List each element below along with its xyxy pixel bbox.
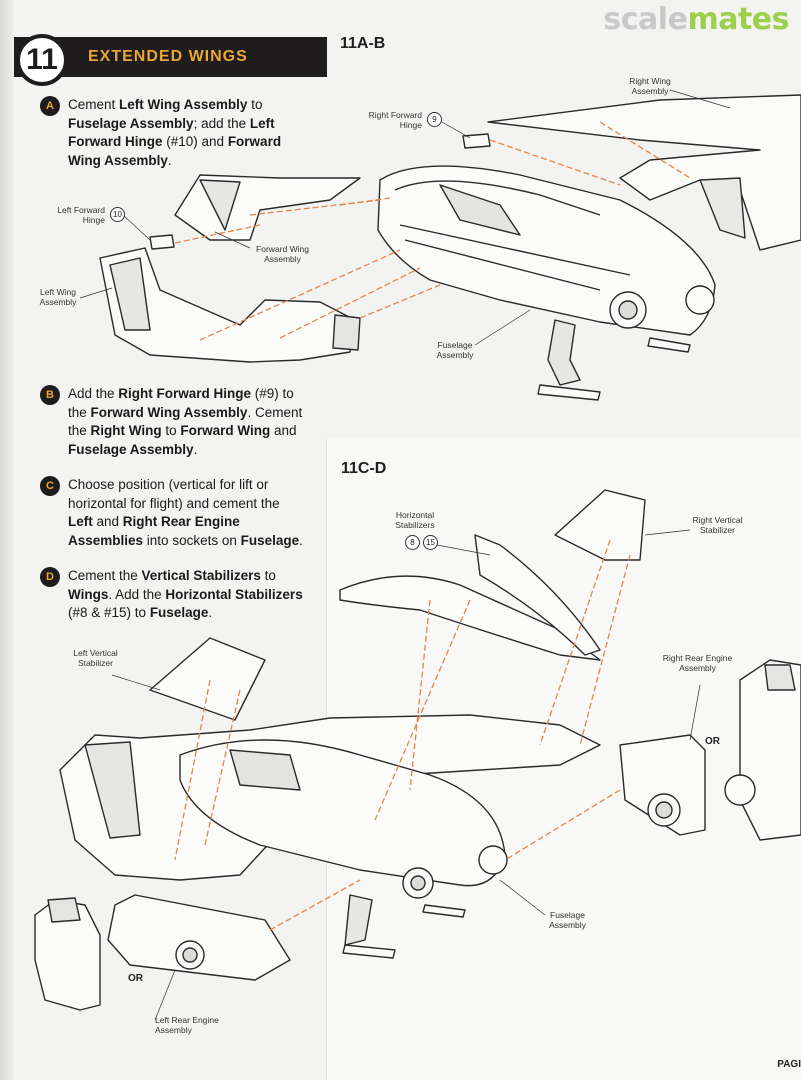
label-left-vertical-stabilizer: Left Vertical Stabilizer	[73, 648, 118, 668]
instruction-letter: C	[40, 476, 60, 496]
instruction-fragment: and	[92, 514, 123, 529]
part-number-10: 10	[110, 207, 125, 222]
instruction-fragment: to	[260, 568, 276, 583]
landing-gear-part	[547, 319, 581, 386]
label-fuselage-assembly: Fuselage Assembly	[436, 340, 474, 360]
label-fuselage-assembly-cd: Fuselage Assembly	[549, 910, 586, 930]
instruction-letter: B	[40, 385, 60, 405]
right-vertical-stabilizer-part	[554, 489, 646, 561]
scalemates-watermark: scalemates	[603, 2, 789, 37]
page-footer: PAGI	[777, 1059, 801, 1070]
instruction-d: D Cement the Vertical Stabilizers to Win…	[40, 567, 305, 623]
label-left-wing-assembly: Left Wing Assembly	[39, 287, 77, 307]
or-label-right: OR	[705, 736, 720, 747]
instruction-emphasis: Right Rear Engine Assemblies	[68, 514, 240, 548]
instruction-fragment: Cement	[68, 97, 120, 112]
instruction-emphasis: Forward Wing Assembly	[90, 404, 248, 420]
step-number-badge: 11	[16, 34, 68, 86]
instruction-fragment: (#10) and	[162, 134, 228, 149]
page-binding-edge	[0, 0, 14, 1080]
label-right-rear-engine-assembly: Right Rear Engine Assembly	[662, 653, 733, 673]
label-left-rear-engine-assembly: Left Rear Engine Assembly	[155, 1015, 219, 1035]
instruction-emphasis: Left	[68, 514, 93, 529]
instruction-emphasis: Right Wing	[90, 423, 162, 438]
instruction-fragment: .	[193, 441, 198, 457]
instruction-fragment: .	[208, 605, 213, 620]
instruction-fragment: (#8 & #15) to	[68, 605, 150, 620]
label-horizontal-stabilizers: Horizontal Stabilizers	[395, 510, 435, 530]
instruction-emphasis: Fuselage	[240, 532, 300, 548]
right-engine-horizontal-part	[619, 734, 706, 836]
instruction-fragment: (#9) to the	[68, 386, 294, 420]
instruction-b: B Add the Right Forward Hinge (#9) to th…	[40, 385, 305, 459]
instruction-emphasis: Left Wing Assembly	[119, 97, 248, 112]
part-number-15: 15	[423, 535, 438, 550]
instruction-letter: D	[40, 567, 60, 587]
label-left-forward-hinge: Left Forward Hinge	[57, 205, 105, 225]
panel-title-11ab: 11A-B	[340, 35, 386, 52]
instruction-fragment: Cement the	[68, 568, 142, 583]
label-forward-wing-assembly: Forward Wing Assembly	[256, 244, 309, 264]
instruction-emphasis: Right Forward Hinge	[118, 386, 252, 401]
instruction-fragment: Choose position (vertical for lift or ho…	[68, 477, 280, 511]
instruction-text: Add the Right Forward Hinge (#9) to the …	[68, 385, 305, 459]
instruction-text: Choose position (vertical for lift or ho…	[68, 476, 305, 550]
instruction-a: A Cement Left Wing Assembly to Fuselage …	[40, 96, 305, 170]
instruction-c: C Choose position (vertical for lift or …	[40, 476, 305, 550]
instruction-text: Cement the Vertical Stabilizers to Wings…	[68, 567, 305, 623]
label-right-wing-assembly: Right Wing Assembly	[629, 76, 671, 96]
instruction-emphasis: Fuselage Assembly	[68, 441, 194, 457]
instruction-fragment: and	[270, 423, 297, 438]
instruction-emphasis: Fuselage	[149, 605, 209, 620]
instruction-emphasis: Left Forward Hinge	[68, 115, 275, 150]
instruction-fragment: ; add the	[193, 115, 250, 131]
instruction-fragment: .	[299, 532, 303, 548]
instruction-fragment: .	[167, 152, 172, 168]
panel-title-11cd: 11C-D	[341, 460, 387, 477]
left-vertical-stabilizer-part	[149, 637, 266, 721]
instruction-emphasis: Forward Wing Assembly	[68, 134, 282, 168]
label-right-vertical-stabilizer: Right Vertical Stabilizer	[692, 515, 743, 535]
or-label-left: OR	[128, 973, 143, 984]
instruction-emphasis: Vertical Stabilizers	[141, 568, 261, 583]
instruction-emphasis: Forward Wing	[180, 423, 271, 438]
left-forward-hinge-part	[149, 234, 175, 250]
instruction-emphasis: Fuselage Assembly	[68, 115, 194, 131]
instruction-fragment: to	[247, 97, 263, 112]
instruction-fragment: Add the	[68, 386, 119, 401]
part-number-9: 9	[427, 112, 442, 127]
instruction-letter: A	[40, 96, 60, 116]
instruction-text: Cement Left Wing Assembly to Fuselage As…	[68, 96, 305, 170]
horizontal-stabilizer-part	[339, 575, 601, 661]
left-engine-horizontal-part	[107, 894, 291, 981]
instruction-emphasis: Horizontal Stabilizers	[165, 586, 303, 602]
instruction-emphasis: Wings	[68, 586, 109, 602]
part-number-8: 8	[405, 535, 420, 550]
instruction-fragment: . Cement the	[68, 404, 303, 439]
label-right-forward-hinge: Right Forward Hinge	[368, 110, 422, 130]
instruction-fragment: into sockets on	[143, 532, 241, 548]
instruction-fragment: . Add the	[108, 586, 166, 602]
step-title: EXTENDED WINGS	[88, 48, 248, 65]
instruction-fragment: to	[161, 423, 181, 438]
